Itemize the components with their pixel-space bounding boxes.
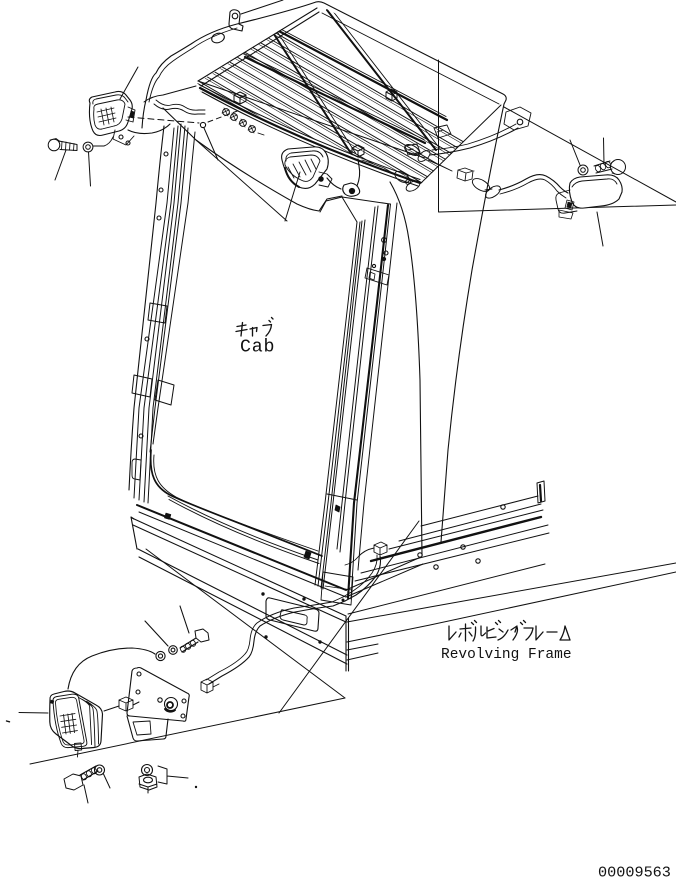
svg-text:Cab: Cab bbox=[240, 338, 275, 358]
svg-text:Revolving Frame: Revolving Frame bbox=[441, 647, 572, 663]
svg-text:00009563: 00009563 bbox=[598, 864, 671, 877]
